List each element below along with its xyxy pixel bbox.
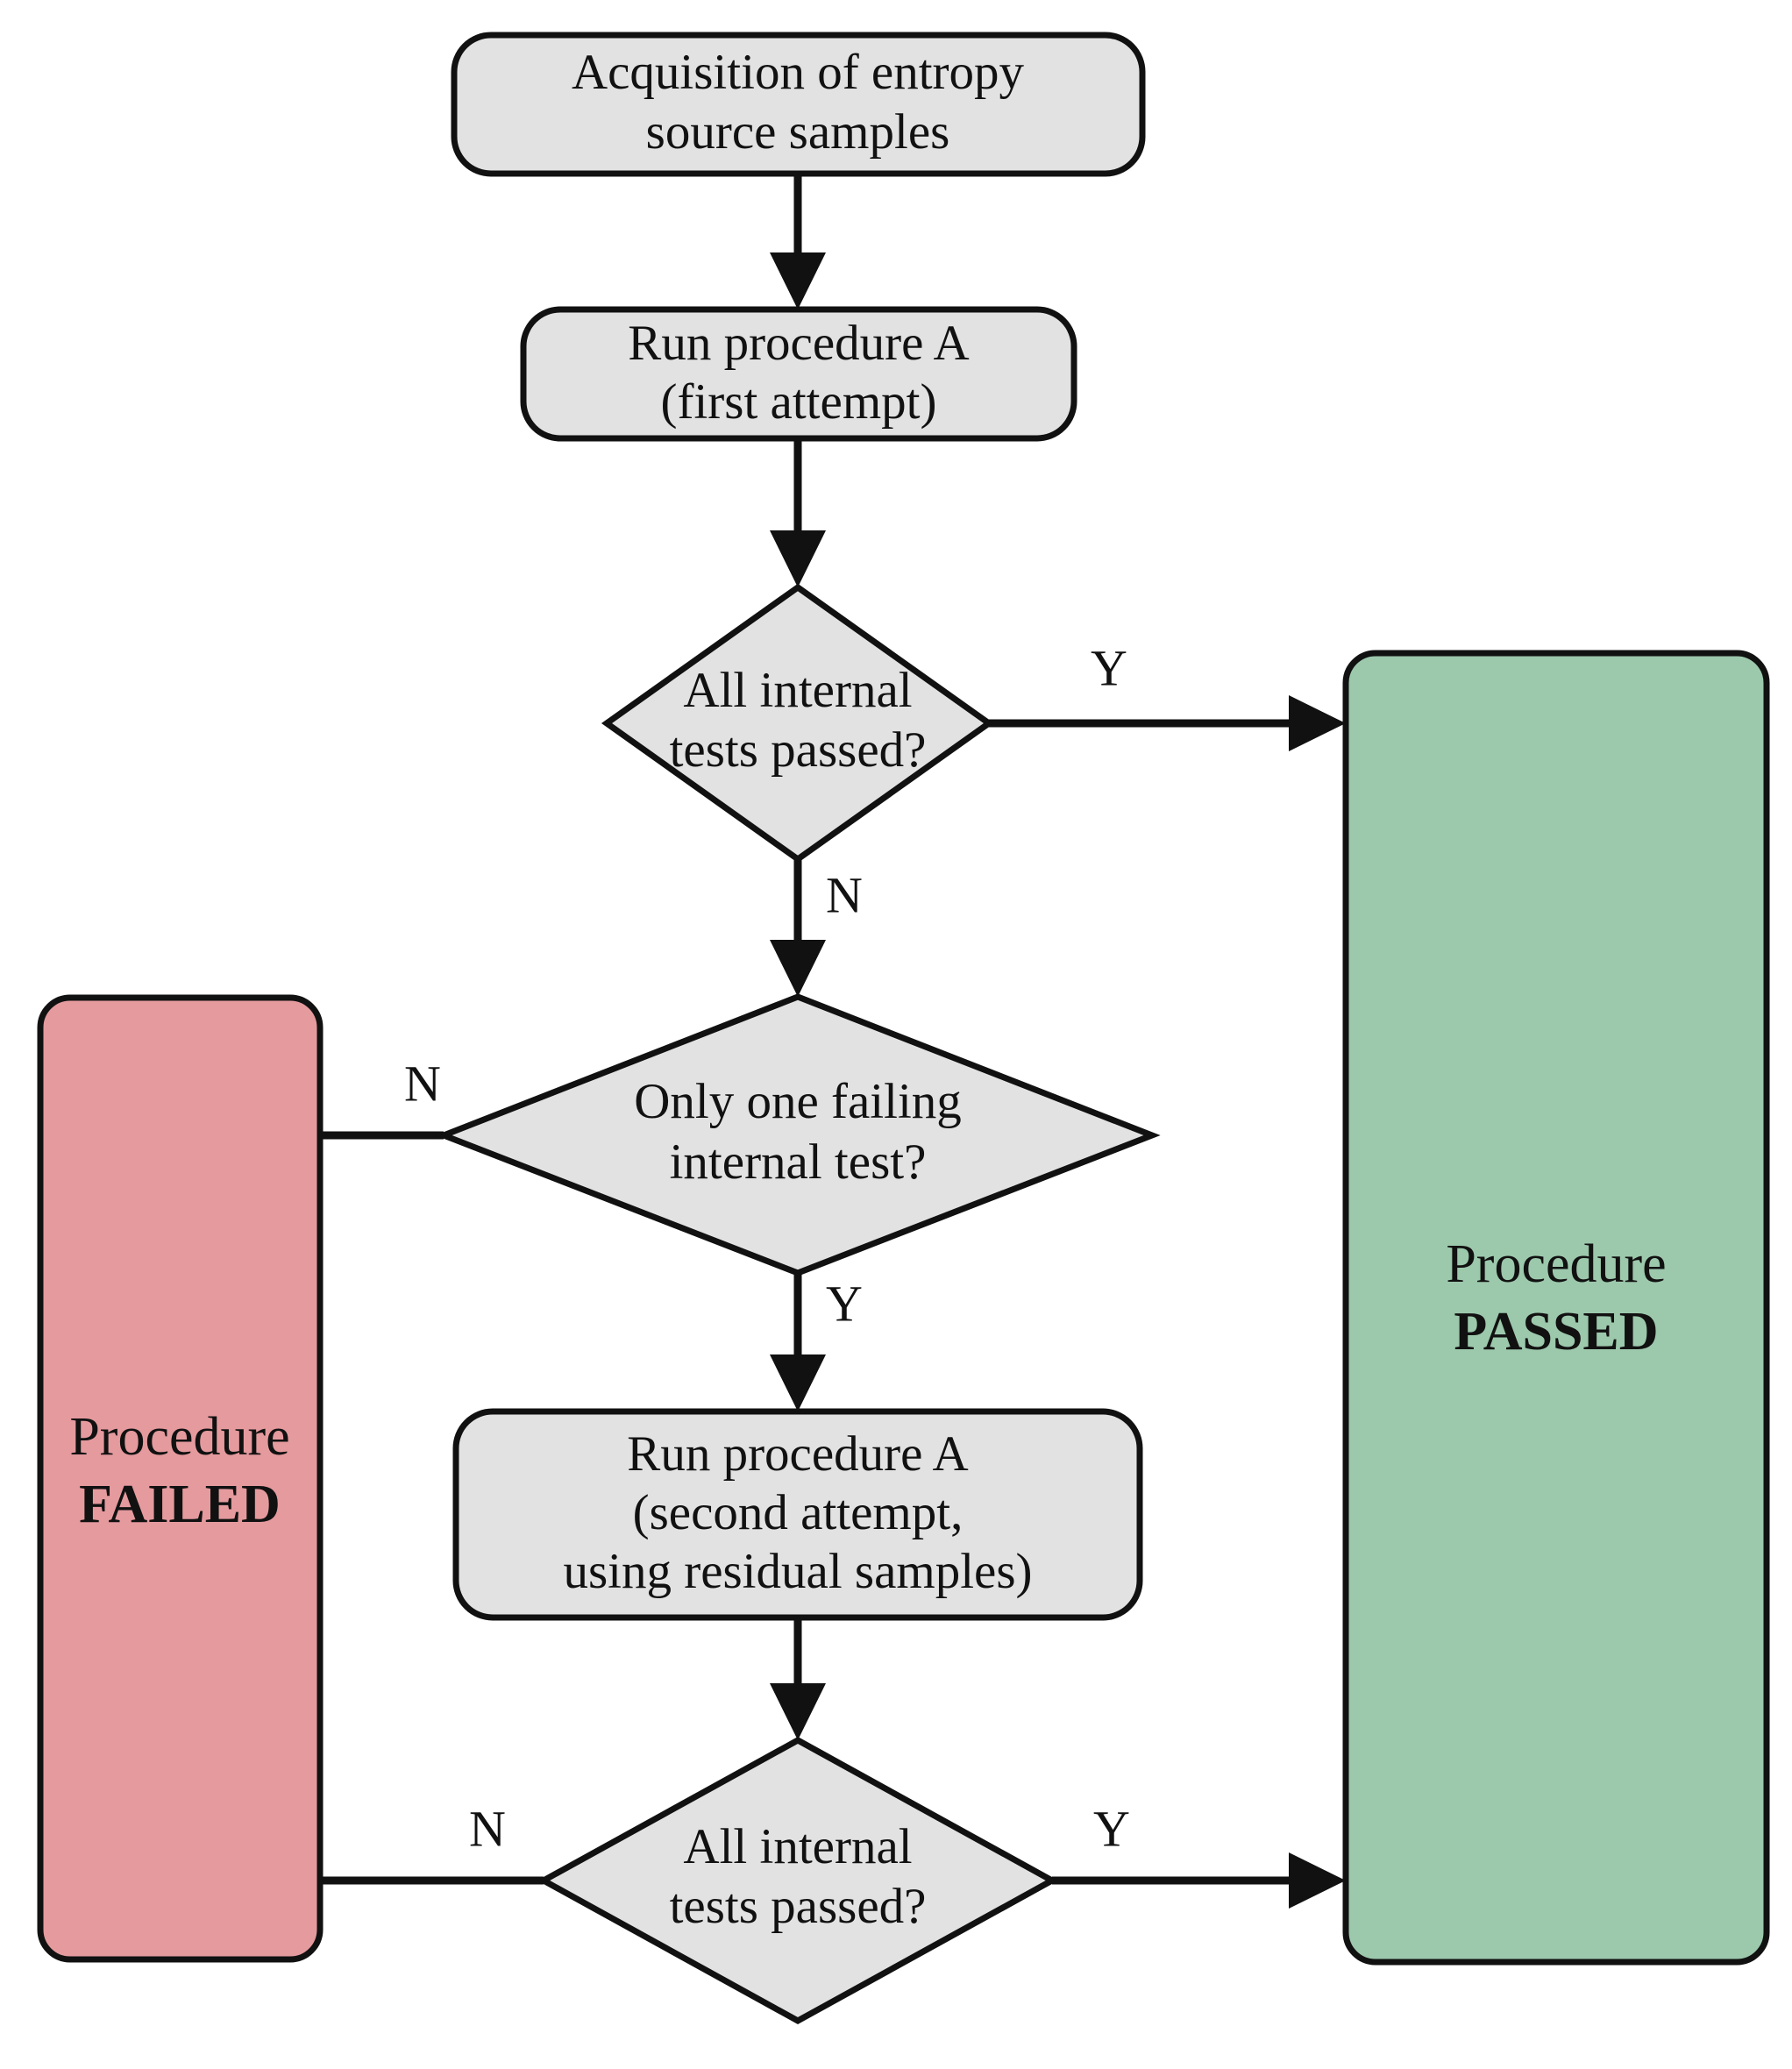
decision2-line-2: internal test?: [670, 1134, 927, 1190]
decision3-diamond[interactable]: [537, 1737, 1059, 2024]
procedure-passed-line2: PASSED: [1454, 1302, 1658, 1362]
arrowhead-decision3-yes-to-passed: [1289, 1852, 1346, 1909]
node-decision-only-one-failing[interactable]: Only one failing internal test?: [435, 993, 1161, 1276]
edge-label-decision1-no: N: [826, 866, 863, 923]
node-procedure-failed[interactable]: Procedure FAILED: [37, 994, 324, 1963]
arrowhead-acquisition-to-run-first: [770, 252, 826, 309]
arrowhead-decision1-no-to-decision2: [770, 940, 826, 997]
run-first-line-1: Run procedure A: [628, 316, 969, 371]
procedure-failed-box[interactable]: [37, 994, 324, 1963]
decision2-diamond[interactable]: [435, 993, 1161, 1276]
edge-label-decision2-no: N: [404, 1055, 441, 1112]
procedure-failed-line1: Procedure: [69, 1407, 289, 1467]
decision3-line-1: All internal: [683, 1819, 912, 1874]
arrowhead-decision1-yes-to-passed: [1289, 695, 1346, 751]
decision1-diamond[interactable]: [601, 583, 995, 864]
edge-label-decision3-no: N: [469, 1800, 506, 1857]
decision3-line-2: tests passed?: [670, 1879, 927, 1934]
arrowhead-run-first-to-decision1: [770, 530, 826, 587]
acquisition-line-2: source samples: [646, 104, 950, 160]
decision1-line-1: All internal: [683, 663, 912, 718]
run-first-line-2: (first attempt): [661, 374, 937, 430]
edge-label-decision2-yes: Y: [826, 1275, 863, 1332]
node-decision-all-tests-passed-1[interactable]: All internal tests passed?: [601, 583, 995, 864]
run-second-box[interactable]: [452, 1408, 1143, 1621]
run-second-line-3: using residual samples): [563, 1544, 1032, 1599]
decision2-line-1: Only one failing: [634, 1074, 962, 1129]
connectors: [56, 174, 1346, 1909]
decision1-line-2: tests passed?: [670, 722, 927, 778]
run-first-box[interactable]: [520, 306, 1077, 442]
procedure-passed-line1: Procedure: [1446, 1234, 1666, 1294]
node-procedure-passed[interactable]: Procedure PASSED: [1342, 650, 1770, 1966]
node-acquisition[interactable]: Acquisition of entropy source samples: [451, 32, 1146, 177]
edge-label-decision3-yes: Y: [1093, 1800, 1130, 1857]
node-run-procedure-a-first[interactable]: Run procedure A (first attempt): [520, 306, 1077, 442]
edge-label-decision1-yes: Y: [1091, 639, 1127, 696]
procedure-passed-box[interactable]: [1342, 650, 1770, 1966]
node-decision-all-tests-passed-2[interactable]: All internal tests passed?: [537, 1737, 1059, 2024]
node-run-procedure-a-second[interactable]: Run procedure A (second attempt, using r…: [452, 1408, 1143, 1621]
procedure-failed-line2: FAILED: [79, 1475, 281, 1534]
run-second-line-2: (second attempt,: [633, 1485, 964, 1540]
arrowhead-run-second-to-decision3: [770, 1683, 826, 1740]
arrowhead-decision2-yes-to-run-second: [770, 1354, 826, 1411]
acquisition-line-1: Acquisition of entropy: [572, 45, 1025, 100]
acquisition-box[interactable]: [451, 32, 1146, 177]
edge-labels: Y N N Y N Y: [404, 639, 1130, 1857]
run-second-line-1: Run procedure A: [627, 1426, 968, 1482]
